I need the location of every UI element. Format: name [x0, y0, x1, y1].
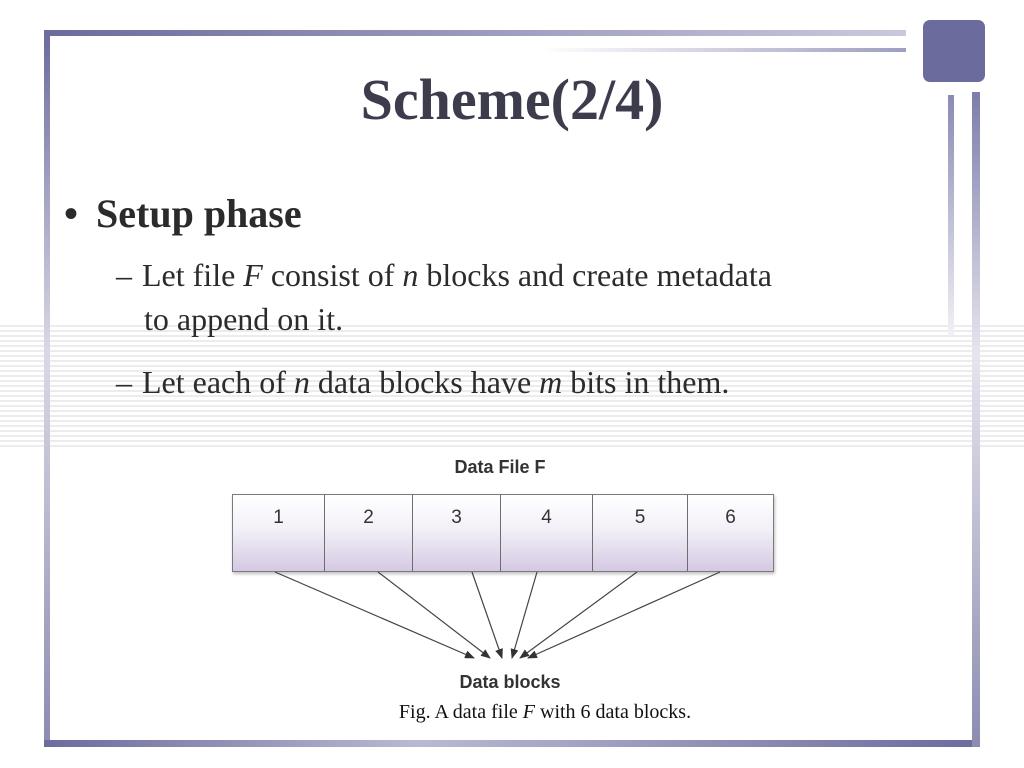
sub2-var-n: n [293, 364, 310, 400]
sub-bullet-2: –Let each of n data blocks have m bits i… [116, 360, 729, 404]
data-block-1: 1 [233, 495, 325, 571]
arrow-block-5 [519, 571, 638, 659]
caption-suffix: with 6 data blocks. [535, 701, 692, 723]
arrow-block-3 [471, 571, 503, 659]
caption-var-f: F [522, 701, 535, 723]
frame-top-border [44, 30, 906, 36]
figure-title: Data File F [454, 457, 546, 477]
sub-bullet-1: –Let file F consist of n blocks and crea… [116, 253, 772, 341]
sub1-text-1: Let file [142, 257, 244, 293]
sub2-text-1: Let each of [142, 364, 294, 400]
background-stripes [0, 325, 1024, 450]
slide-title: Scheme(2/4) [360, 67, 664, 132]
frame-right-accent [948, 95, 954, 335]
arrow-block-1 [274, 571, 475, 659]
bullet-setup-phase: • Setup phase [64, 190, 302, 237]
dash-icon: – [116, 257, 132, 293]
data-file-blocks: 1 2 3 4 5 6 [232, 494, 774, 572]
arrow-block-6 [527, 571, 721, 659]
sub2-text-2: data blocks have [309, 364, 540, 400]
bullet-text: Setup phase [96, 191, 302, 236]
sub2-var-m: m [539, 364, 563, 400]
arrow-block-2 [377, 571, 491, 659]
data-block-4: 4 [501, 495, 593, 571]
frame-left-border [44, 30, 50, 747]
data-block-5: 5 [593, 495, 688, 571]
data-block-3: 3 [413, 495, 501, 571]
frame-bottom-border [44, 740, 980, 747]
data-blocks-label: Data blocks [459, 672, 561, 692]
sub1-text-3: blocks and create metadata [418, 257, 772, 293]
data-block-6: 6 [725, 507, 736, 528]
data-block-2: 2 [325, 495, 413, 571]
frame-top-accent [540, 48, 906, 52]
caption-prefix: Fig. A data file [398, 701, 523, 723]
frame-right-border [972, 92, 980, 747]
sub1-var-n: n [402, 257, 419, 293]
sub2-text-3: bits in them. [562, 364, 730, 400]
figure-caption: Fig. A data file F with 6 data blocks. [0, 701, 1024, 724]
arrow-block-4 [510, 571, 538, 659]
bullet-dot-icon: • [64, 191, 79, 236]
sub1-text-line2: to append on it. [144, 301, 344, 337]
sub1-text-2: consist of [262, 257, 403, 293]
sub1-var-f: F [243, 257, 263, 293]
corner-square-decoration [923, 20, 985, 82]
dash-icon: – [116, 364, 132, 400]
